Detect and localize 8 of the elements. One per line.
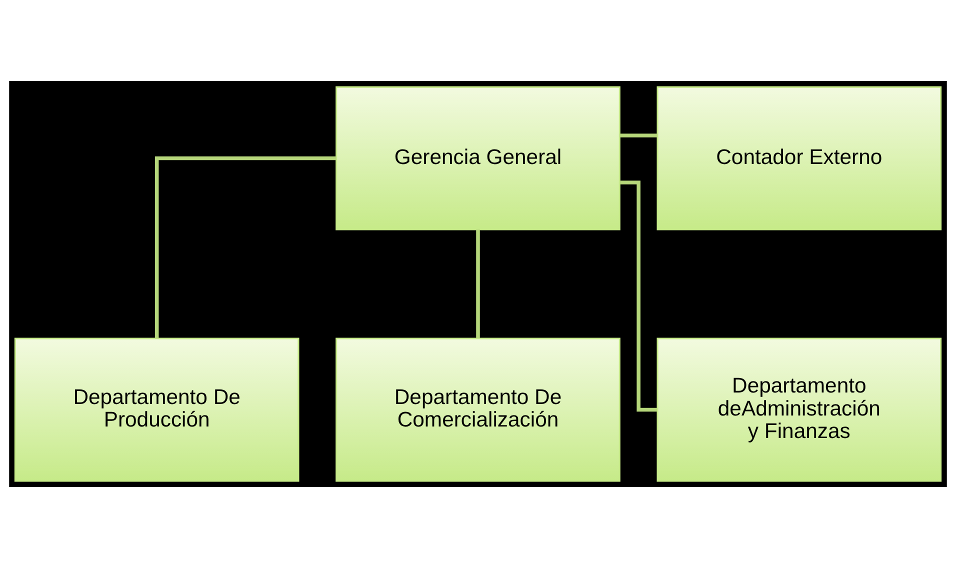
connector [476, 230, 480, 338]
node-box: Departamento De Producción [14, 338, 300, 482]
node-box: Departamento De Comercialización [336, 338, 620, 482]
connector [620, 134, 658, 138]
connector [154, 156, 336, 338]
node-box: Contador Externo [656, 86, 942, 230]
node-box: Departamento deAdministración y Finanzas [656, 338, 942, 482]
node-box: Gerencia General [336, 86, 620, 230]
